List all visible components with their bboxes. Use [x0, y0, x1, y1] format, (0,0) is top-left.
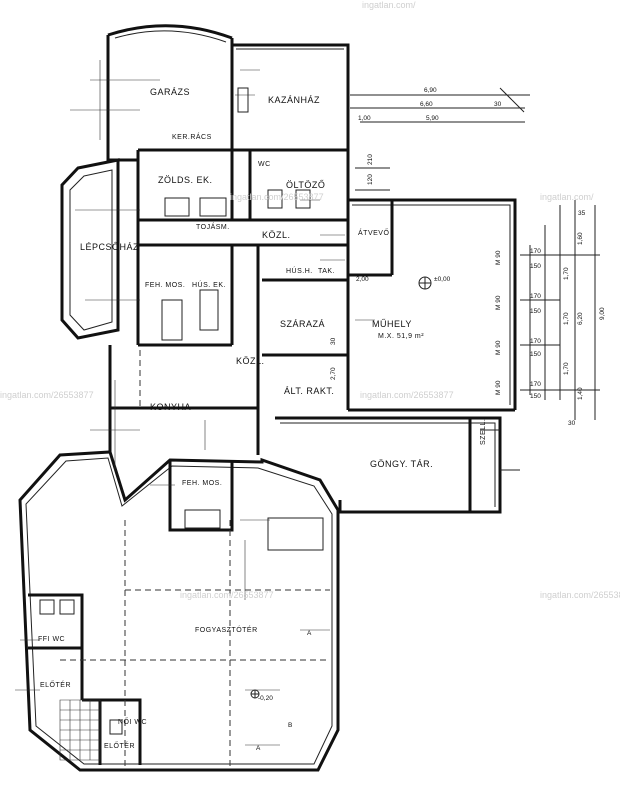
construction-lines [15, 60, 375, 746]
dim-30: 30 [494, 101, 502, 108]
watermark-7: ingatlan.com/ [362, 0, 416, 10]
room-eloter-1: ELŐTÉR [40, 680, 71, 689]
room-muhely: MŰHELY [372, 319, 412, 329]
room-eloter-2: ELŐTÉR [104, 741, 135, 750]
dim-160: 1,60 [577, 232, 584, 245]
room-feh-mos-2: FEH. MOS. [182, 480, 222, 487]
dimension-labels: 6,90 6,60 30 1,00 5,90 120 210 2,00 ±0,0… [256, 87, 606, 752]
dim-150-a: 150 [530, 263, 541, 270]
room-feh-mos-1: FEH. MOS. [145, 282, 185, 289]
watermark-1: ingatlan.com/26553877 [230, 192, 324, 202]
dim-660: 6,60 [420, 101, 433, 108]
dim-170-b: 170 [530, 293, 541, 300]
room-szell: SZELL. [480, 419, 487, 445]
dim-170-r3: 1,70 [563, 362, 570, 375]
room-labels: GARÁZS KAZÁNHÁZ KER.RÁCS ZÖLDS. EK. WC Ö… [38, 87, 487, 750]
watermark-3: ingatlan.com/26553877 [0, 390, 94, 400]
room-kozl-2: KÖZL. [236, 356, 265, 366]
watermarks: ingatlan.com/26553877 ingatlan.com/ inga… [0, 0, 620, 600]
room-hus-h: HÚS.H. [286, 266, 313, 275]
watermark-5: ingatlan.com/26553877 [180, 590, 274, 600]
dim-150-b: 150 [530, 308, 541, 315]
dim-590: 5,90 [426, 115, 439, 122]
dim-30-b: 30 [568, 420, 576, 427]
dim-620: 6,20 [577, 312, 584, 325]
dim-690: 6,90 [424, 87, 437, 94]
mark-a1: A [307, 630, 312, 637]
watermark-4: ingatlan.com/26553877 [360, 390, 454, 400]
room-tojasm: TOJÁSM. [196, 222, 230, 231]
room-zolds-ek: ZÖLDS. EK. [158, 175, 213, 185]
dim-140: 1,40 [577, 387, 584, 400]
room-garazs: GARÁZS [150, 87, 190, 97]
dim-000: ±0,00 [434, 276, 451, 283]
dim-m90-d: M 90 [495, 380, 502, 395]
dim-m90-a: M 90 [495, 250, 502, 265]
mark-b: B [288, 722, 292, 729]
dim-120: 120 [367, 174, 374, 185]
room-konyha: KONYHA [150, 402, 191, 412]
room-hus-ek: HÚS. EK. [192, 280, 226, 289]
dim-150-d: 150 [530, 393, 541, 400]
dim-900: 9,00 [599, 307, 606, 320]
watermark-2: ingatlan.com/ [540, 192, 594, 202]
room-alt-rakt: ÁLT. RAKT. [284, 386, 334, 396]
room-lepcsohaz: LÉPCSŐHÁZ [80, 242, 139, 252]
room-gongy-tar: GÖNGY. TÁR. [370, 459, 433, 469]
dim-m90-c: M 90 [495, 340, 502, 355]
dim-170-a: 170 [530, 248, 541, 255]
watermark-6: ingatlan.com/26553877 [540, 590, 620, 600]
dim-100: 1,00 [358, 115, 371, 122]
room-noi-wc: NŐI WC [118, 717, 147, 726]
dim-170-d: 170 [530, 381, 541, 388]
room-oltozo: ÖLTÖZŐ [286, 180, 325, 190]
room-szaraza: SZÁRAZÁ [280, 319, 325, 329]
dim-30-c: 30 [330, 337, 337, 345]
room-ker-racs: KER.RÁCS [172, 132, 212, 141]
dim-170-c: 170 [530, 338, 541, 345]
dim-35: 35 [578, 210, 586, 217]
room-ffi-wc: FFI WC [38, 636, 65, 643]
dim-170-r1: 1,70 [563, 267, 570, 280]
room-wc-top: WC [258, 161, 271, 168]
room-tak: TAK. [318, 268, 335, 275]
room-atvevo: ÁTVEVŐ [358, 228, 389, 237]
room-muhely-area: M.X. 51,9 m² [378, 333, 424, 340]
room-kazanhaz: KAZÁNHÁZ [268, 95, 320, 105]
dim-270: 2,70 [330, 367, 337, 380]
dim-020: -0,20 [258, 695, 273, 702]
dashed-lines [60, 350, 330, 770]
dimension-lines [350, 87, 600, 471]
mark-a2: A [256, 745, 261, 752]
fixtures [39, 87, 432, 761]
room-fogyaszto-ter: FOGYASZTÓTÉR [195, 625, 258, 634]
dim-150-c: 150 [530, 351, 541, 358]
dim-200: 2,00 [356, 276, 369, 283]
dim-m90-b: M 90 [495, 295, 502, 310]
dim-170-r2: 1,70 [563, 312, 570, 325]
dim-210: 210 [367, 154, 374, 165]
room-kozl-1: KÖZL. [262, 230, 291, 240]
